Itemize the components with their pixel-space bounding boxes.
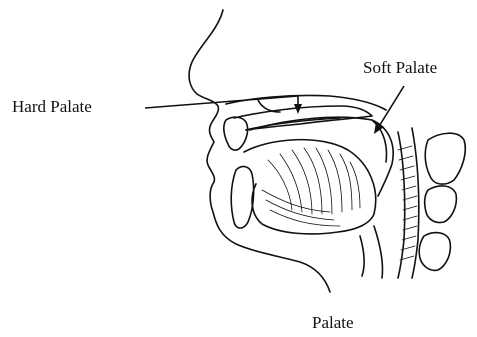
pharynx-wall bbox=[398, 132, 405, 278]
vertebra bbox=[419, 233, 450, 271]
hard-palate-label: Hard Palate bbox=[12, 97, 92, 117]
figure-caption: Palate bbox=[312, 313, 354, 333]
lower-teeth bbox=[231, 167, 253, 228]
tongue bbox=[244, 140, 376, 234]
hard-palate-pointer bbox=[145, 96, 298, 108]
soft-palate-shape bbox=[250, 117, 393, 196]
hard-palate-arrowhead bbox=[294, 104, 302, 114]
face-profile bbox=[189, 10, 330, 292]
soft-palate-label: Soft Palate bbox=[363, 58, 437, 78]
vertebra bbox=[425, 186, 457, 223]
upper-teeth bbox=[224, 117, 248, 150]
vertebra bbox=[425, 133, 465, 184]
